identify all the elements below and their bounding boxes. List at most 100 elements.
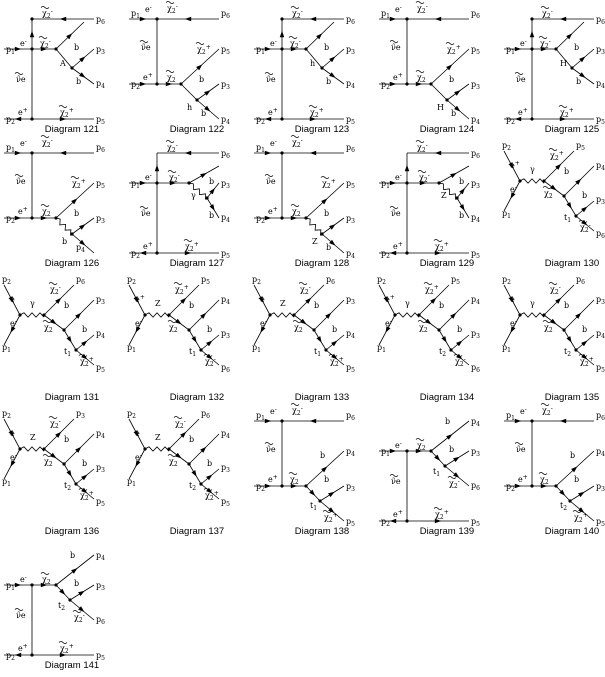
particle-label: γ [530, 299, 535, 308]
particle-label: e- [520, 38, 527, 48]
fermion-arrow [434, 16, 442, 22]
particle-label: χ2- [292, 8, 303, 20]
particle-label: p3 [596, 195, 605, 206]
fermion-arrow [139, 250, 147, 256]
particle-label: p6 [346, 15, 355, 26]
particle-label: b [445, 417, 450, 426]
fermion-arrow [209, 188, 215, 195]
tilde-mark [167, 170, 177, 173]
particle-label: b [449, 445, 454, 454]
particle-label: Z [441, 191, 447, 200]
tilde-mark [558, 105, 568, 108]
particle-label: Z [312, 237, 318, 246]
vertex-dot [554, 484, 558, 488]
vertex-dot [30, 151, 34, 155]
vertex-dot [30, 17, 34, 21]
vertex-dot [405, 82, 409, 86]
particle-label: p2 [131, 249, 140, 260]
tilde-mark [538, 36, 548, 39]
particle-label: t1 [314, 347, 321, 358]
particle-label: ν̃e [141, 43, 151, 52]
fermion-arrow [514, 46, 522, 52]
particle-label: p2 [6, 651, 15, 662]
vertex-dot [574, 348, 578, 352]
vertex-dot [205, 196, 209, 200]
particle-label: t1 [189, 347, 196, 358]
particle-label: χ2+ [197, 44, 211, 56]
particle-label: p6 [346, 143, 355, 154]
vertex-dot [574, 214, 578, 218]
fermion-arrow [571, 466, 578, 473]
fermion-arrow [328, 507, 335, 514]
tilde-mark [290, 135, 300, 138]
fermion-arrow [290, 215, 298, 221]
particle-label: b [199, 75, 204, 84]
vertex-dot [280, 216, 284, 220]
particle-label: χ2- [40, 38, 51, 50]
particle-label: χ2- [419, 172, 430, 184]
particle-label: p3 [96, 581, 105, 592]
particle-label: b [332, 325, 337, 334]
fermion-arrow [309, 116, 317, 122]
particle-label: γ [30, 299, 35, 308]
particle-label: p6 [471, 149, 480, 160]
particle-label: b [582, 191, 587, 200]
fermion-arrow [184, 150, 192, 156]
particle-label: p1 [377, 343, 386, 354]
fermion-arrow [279, 30, 285, 38]
particle-label: χ2+ [580, 356, 594, 368]
particle-label: p2 [127, 409, 136, 420]
particle-label: γ [405, 299, 410, 308]
particle-label: p3 [96, 295, 105, 306]
tilde-mark [58, 641, 68, 644]
fermion-arrow [14, 652, 22, 658]
tilde-mark [542, 320, 552, 323]
particle-label: b [574, 43, 579, 52]
fermion-arrow [578, 507, 585, 514]
fermion-arrow [389, 448, 397, 454]
fermion-arrow [508, 296, 514, 303]
fermion-arrow [260, 326, 266, 333]
particle-label: p2 [506, 115, 515, 126]
particle-label: t2 [189, 481, 196, 492]
particle-label: γ [530, 165, 535, 174]
tilde-mark [389, 474, 399, 477]
particle-label: e- [270, 38, 277, 48]
particle-label: χ2 [292, 207, 301, 218]
fermion-arrow [10, 460, 16, 467]
particle-label: χ2- [50, 418, 61, 430]
tilde-mark [58, 105, 68, 108]
fermion-arrow [264, 46, 272, 52]
particle-label: b [564, 167, 569, 176]
particle-label: p6 [596, 15, 605, 26]
fermion-arrow [139, 16, 147, 22]
fermion-arrow [10, 326, 16, 333]
fermion-arrow [459, 204, 465, 211]
propagator-line [305, 48, 323, 69]
particle-label: ν̃e [266, 75, 276, 84]
fermion-arrow [529, 30, 535, 38]
vertex-dot [18, 447, 22, 451]
particle-label: e+ [18, 643, 28, 653]
particle-label: χ2- [542, 405, 553, 417]
fermion-arrow [75, 312, 82, 319]
particle-label: b [62, 237, 67, 246]
fermion-arrow [139, 81, 147, 87]
particle-label: b [207, 325, 212, 334]
particle-label: b [314, 301, 319, 310]
fermion-arrow [133, 430, 139, 437]
particle-label: e [510, 295, 515, 304]
particle-label: e- [510, 184, 517, 194]
tilde-mark [38, 36, 48, 39]
tilde-mark [447, 476, 457, 479]
particle-label: p6 [201, 409, 210, 420]
tilde-mark [415, 1, 425, 4]
particle-label: p4 [96, 329, 105, 340]
vertex-dot [179, 82, 183, 86]
fermion-arrow [450, 172, 457, 179]
vertex-dot [429, 82, 433, 86]
tilde-mark [415, 140, 425, 143]
vertex-dot [405, 449, 409, 453]
vertex-dot [443, 464, 447, 468]
